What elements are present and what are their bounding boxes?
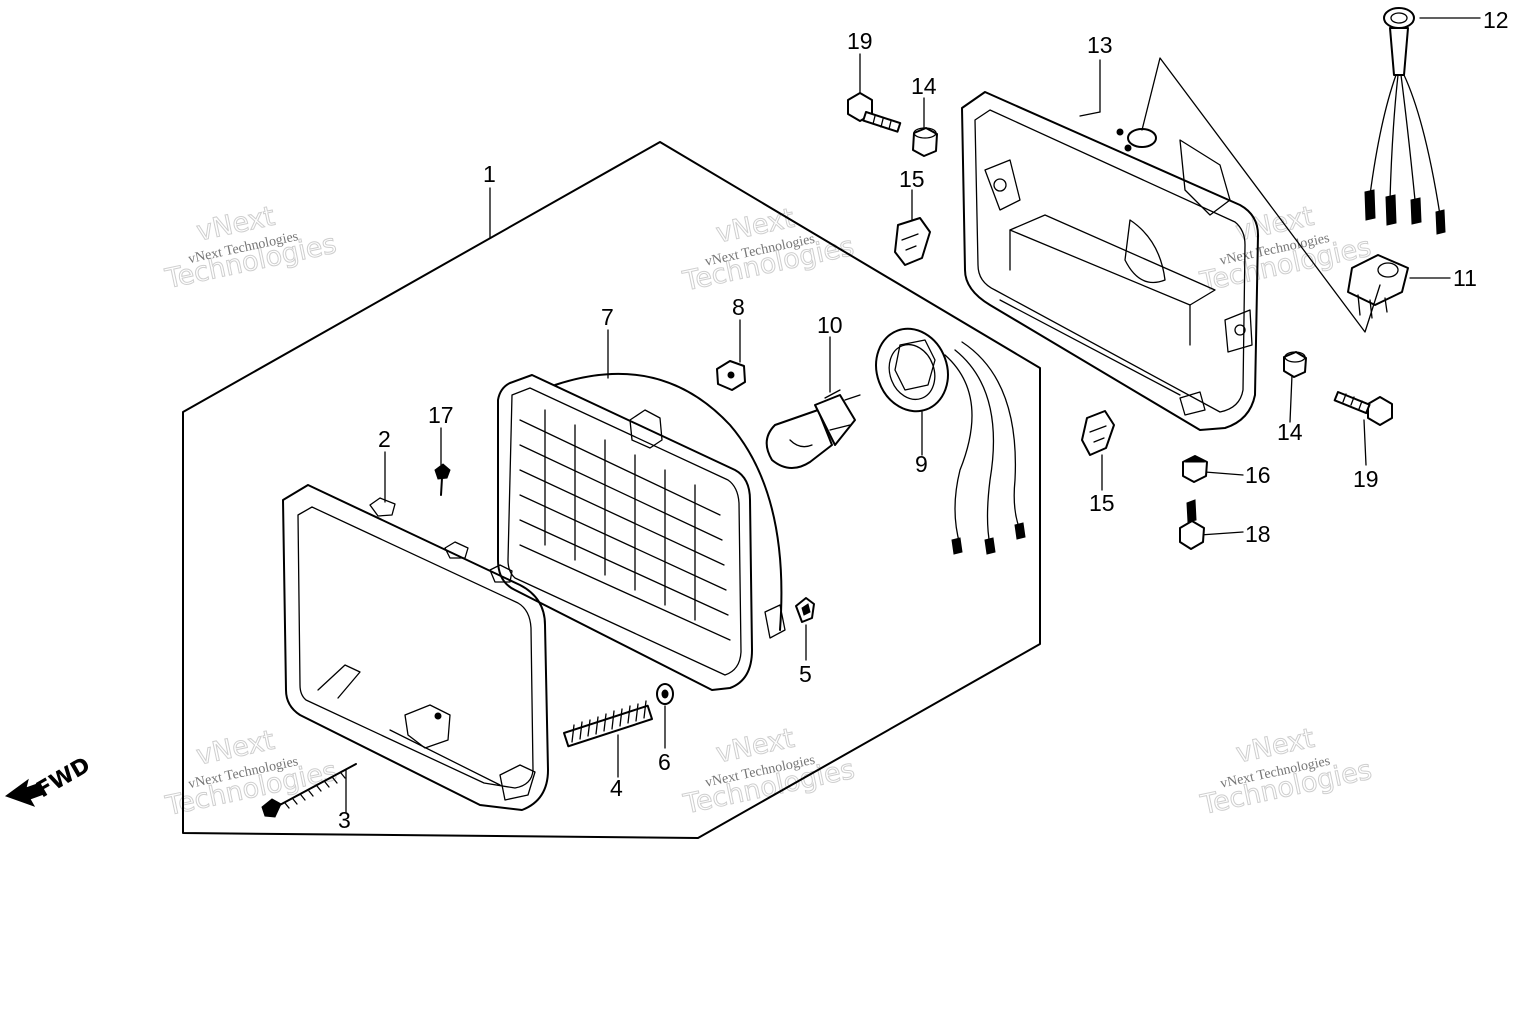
part-19-bolt-top — [847, 92, 902, 133]
watermark-1: vNext Technologies vNext Technologies — [162, 200, 340, 295]
part-19-bolt-right — [1333, 390, 1393, 426]
watermark-2: vNext Technologies vNext Technologies — [679, 202, 857, 298]
callout-6: 6 — [658, 749, 671, 775]
leader-lines — [345, 17, 1481, 813]
part-17-screw — [434, 463, 451, 496]
fwd-label: FWD — [33, 753, 95, 803]
callout-17: 17 — [428, 402, 454, 428]
callout-4: 4 — [610, 775, 623, 801]
callout-9: 9 — [915, 451, 928, 477]
part-16-nut — [1182, 455, 1208, 483]
callout-13: 13 — [1087, 32, 1113, 58]
part-6-washer — [656, 683, 674, 705]
part-18-screw — [1179, 499, 1205, 550]
callout-18: 18 — [1245, 521, 1271, 547]
callout-1: 1 — [483, 161, 496, 187]
callout-labels: 1 2 3 4 5 6 7 8 9 10 11 12 13 14 14 15 1… — [338, 7, 1509, 833]
callout-11: 11 — [1453, 265, 1477, 291]
fwd-direction-indicator: FWD — [4, 753, 95, 807]
part-14-collar-right — [1283, 351, 1307, 378]
part-12-harness — [1364, 7, 1446, 235]
callout-8: 8 — [732, 294, 745, 320]
callout-14-top: 14 — [911, 73, 937, 99]
callout-16: 16 — [1245, 462, 1271, 488]
part-8-nut — [716, 360, 746, 391]
callout-7: 7 — [601, 304, 614, 330]
callout-14-right: 14 — [1277, 419, 1303, 445]
watermark-6: vNext Technologies vNext Technologies — [1197, 722, 1375, 821]
part-11-plate — [1347, 254, 1409, 319]
part-14-collar-top — [912, 127, 938, 157]
part-10-bulb — [765, 389, 861, 469]
callout-12: 12 — [1483, 7, 1509, 33]
part-15-clip-bottom — [1081, 410, 1115, 456]
watermark-5: vNext Technologies vNext Technologies — [680, 722, 858, 821]
part-3-screw — [261, 763, 357, 818]
part-4-spring — [562, 700, 654, 748]
assembly-1-boundary — [182, 141, 1041, 839]
callout-5: 5 — [799, 661, 812, 687]
watermark-4: vNext Technologies vNext Technologies — [162, 724, 340, 822]
callout-19-top: 19 — [847, 28, 873, 54]
watermark-3: vNext Technologies vNext Technologies — [1196, 200, 1374, 298]
callout-15-bottom: 15 — [1089, 490, 1115, 516]
part-13-case — [961, 91, 1259, 431]
part-7-sealed-beam — [497, 372, 786, 691]
callout-15-top: 15 — [899, 166, 925, 192]
part-15-clip-top — [894, 217, 931, 266]
callout-10: 10 — [817, 312, 843, 338]
part-9-socket — [875, 327, 1026, 555]
callout-3: 3 — [338, 807, 351, 833]
callout-2: 2 — [378, 426, 391, 452]
callout-19-right: 19 — [1353, 466, 1379, 492]
part-5-clip — [795, 597, 815, 623]
